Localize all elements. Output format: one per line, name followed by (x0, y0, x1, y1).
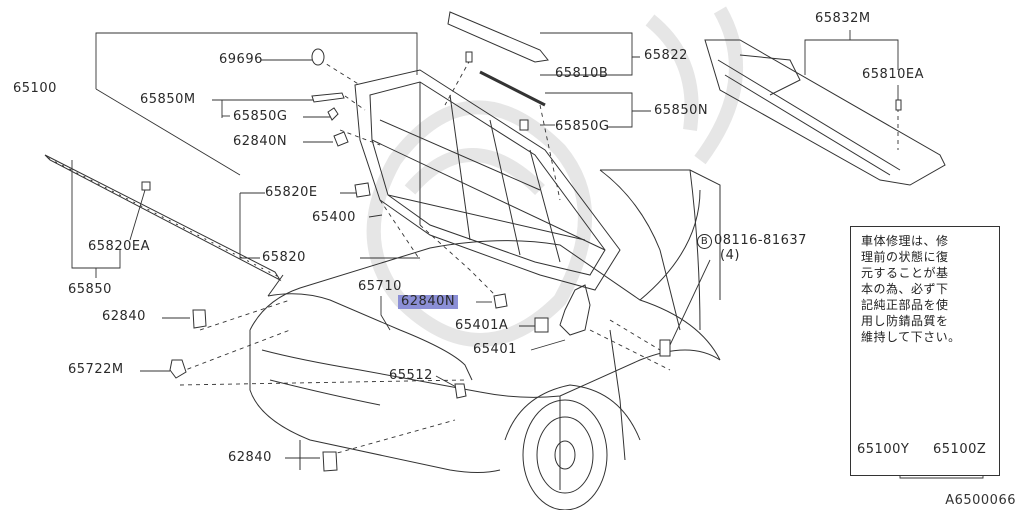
hood-stay-rod (479, 70, 546, 107)
dashed-guides (179, 59, 899, 456)
bolt-part-number: 08116-81637 (714, 233, 807, 248)
part-65850N-label: 65850N (654, 103, 709, 118)
part-65722M-label: 65722M (68, 362, 124, 377)
note-line: 車体修理は、修 (861, 234, 949, 248)
note-line: 理前の状態に復 (861, 250, 949, 264)
note-line: 維持して下さい。 (861, 330, 961, 344)
part-65810B-label: 65810B (555, 66, 609, 81)
part-65820E-label: 65820E (265, 185, 318, 200)
note-line: 記純正部品を使 (861, 298, 949, 312)
part-62840-label-bottom: 62840 (228, 450, 272, 465)
part-65810EA-label: 65810EA (862, 67, 924, 82)
part-65832M-label: 65832M (815, 11, 871, 26)
part-65820EA-label: 65820EA (88, 239, 150, 254)
part-65850G-label-left: 65850G (233, 109, 288, 124)
bolt-b-symbol: B (697, 234, 712, 249)
part-69696-label: 69696 (219, 52, 263, 67)
part-65400-label: 65400 (312, 210, 356, 225)
part-65512-label: 65512 (389, 368, 433, 383)
part-65820-label: 65820 (262, 250, 306, 265)
car-body (249, 169, 721, 510)
release-cable (267, 274, 473, 381)
note-line: 元することが基 (861, 266, 949, 280)
part-62840N-label-highlighted[interactable]: 62840N (398, 295, 459, 309)
hood-front-seal (447, 11, 549, 63)
part-65822-label: 65822 (644, 48, 688, 63)
note-line: 用し防錆品質を (861, 314, 949, 328)
bolt-quantity: (4) (720, 248, 740, 263)
part-65710-label: 65710 (358, 279, 402, 294)
cowl-grille (704, 39, 946, 186)
hood-seal-strip (44, 154, 282, 282)
hood-lock (559, 284, 591, 336)
hardware-parts (141, 48, 902, 472)
part-65100Y-label: 65100Y (857, 442, 910, 457)
leader-lines (71, 30, 984, 479)
part-65850M-label: 65850M (140, 92, 196, 107)
repair-note-text: 車体修理は、修 理前の状態に復 元することが基 本の為、必ず下 記純正部品を使 … (861, 233, 989, 345)
part-62840-label-mid: 62840 (102, 309, 146, 324)
part-65850G-label-right: 65850G (555, 119, 610, 134)
part-65100-label: 65100 (13, 81, 57, 96)
part-65100Z-label: 65100Z (933, 442, 987, 457)
part-65401-label: 65401 (473, 342, 517, 357)
watermark-emblem (366, 6, 743, 347)
part-65850-label: 65850 (68, 282, 112, 297)
part-65401A-label: 65401A (455, 318, 509, 333)
part-62840N-label-top: 62840N (233, 134, 288, 149)
hood-panel (354, 69, 621, 291)
note-line: 本の為、必ず下 (861, 282, 949, 296)
repair-note-box: 車体修理は、修 理前の状態に復 元することが基 本の為、必ず下 記純正部品を使 … (850, 226, 1000, 476)
diagram-code: A6500066 (945, 493, 1016, 508)
